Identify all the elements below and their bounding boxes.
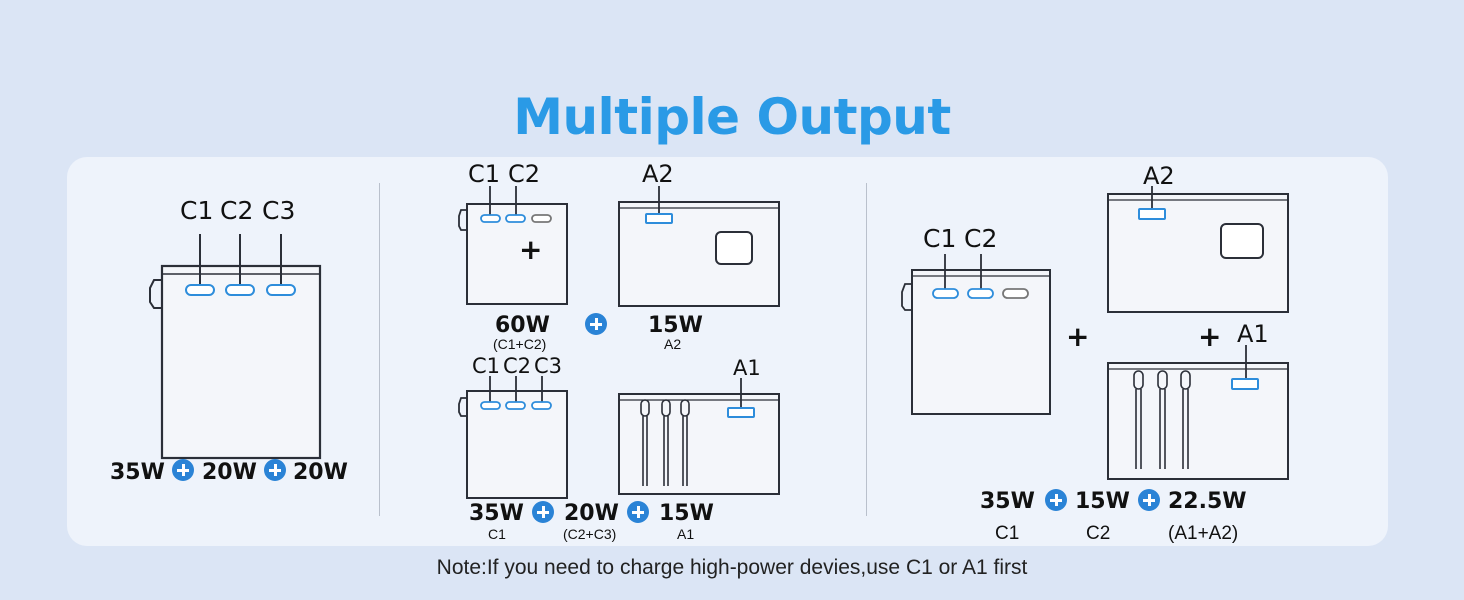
charger-side-top-illustration bbox=[618, 186, 780, 307]
section-divider-2 bbox=[866, 183, 867, 516]
port-label-a1: A1 bbox=[733, 356, 761, 380]
output-watt: 35W bbox=[469, 501, 524, 526]
port-label-c2: C2 bbox=[503, 354, 532, 378]
port-label-a1: A1 bbox=[1237, 320, 1269, 348]
output-watt: 60W bbox=[495, 313, 550, 338]
output-watt-c2: 20W bbox=[202, 460, 257, 485]
plus-circle-icon bbox=[1138, 489, 1160, 511]
charger-front-illustration bbox=[149, 234, 322, 460]
output-watt: 35W bbox=[980, 489, 1035, 514]
output-watt: 22.5W bbox=[1168, 489, 1247, 514]
port-label-c1: C1 bbox=[923, 224, 957, 253]
output-sub-label: C1 bbox=[995, 523, 1020, 544]
charger-side-large-top-illustration bbox=[1107, 186, 1289, 313]
charger-small-top-illustration bbox=[458, 186, 568, 305]
plus-circle-icon bbox=[1045, 489, 1067, 511]
output-watt-c3: 20W bbox=[293, 460, 348, 485]
charger-side-bottom-illustration bbox=[618, 378, 780, 495]
plus-circle-icon bbox=[264, 459, 286, 481]
output-watt: 15W bbox=[659, 501, 714, 526]
output-sub-label: C1 bbox=[488, 526, 506, 542]
charger-side-large-bottom-illustration bbox=[1107, 345, 1289, 480]
output-sub-label: (A1+A2) bbox=[1168, 523, 1239, 544]
output-sub-label: C2 bbox=[1086, 523, 1111, 544]
plus-circle-icon bbox=[585, 313, 607, 335]
plus-circle-icon bbox=[532, 501, 554, 523]
plus-icon: + bbox=[1066, 320, 1090, 353]
port-label-c2: C2 bbox=[508, 160, 541, 188]
section-divider-1 bbox=[379, 183, 380, 516]
plus-icon: + bbox=[519, 233, 543, 266]
output-sub-label: A1 bbox=[677, 526, 695, 542]
port-label-a2: A2 bbox=[642, 160, 674, 188]
output-sub-label: (C1+C2) bbox=[493, 336, 547, 352]
output-watt-c1: 35W bbox=[110, 460, 165, 485]
port-label-c2: C2 bbox=[220, 196, 254, 225]
output-watt: 20W bbox=[564, 501, 619, 526]
port-label-c2: C2 bbox=[964, 224, 998, 253]
plus-circle-icon bbox=[627, 501, 649, 523]
plus-circle-icon bbox=[172, 459, 194, 481]
port-label-c1: C1 bbox=[468, 160, 501, 188]
plus-icon: + bbox=[1198, 320, 1222, 353]
output-watt: 15W bbox=[1075, 489, 1130, 514]
port-label-c1: C1 bbox=[472, 354, 501, 378]
note-text: Note:If you need to charge high-power de… bbox=[436, 556, 1028, 579]
output-sub-label: A2 bbox=[664, 336, 682, 352]
port-label-c3: C3 bbox=[534, 354, 563, 378]
port-label-c1: C1 bbox=[180, 196, 214, 225]
page-title: Multiple Output bbox=[513, 88, 951, 146]
port-label-a2: A2 bbox=[1143, 162, 1175, 190]
charger-small-bottom-illustration bbox=[458, 376, 568, 499]
charger-front-large-illustration bbox=[901, 254, 1051, 415]
port-label-c3: C3 bbox=[262, 196, 296, 225]
output-sub-label: (C2+C3) bbox=[563, 526, 617, 542]
output-watt: 15W bbox=[648, 313, 703, 338]
